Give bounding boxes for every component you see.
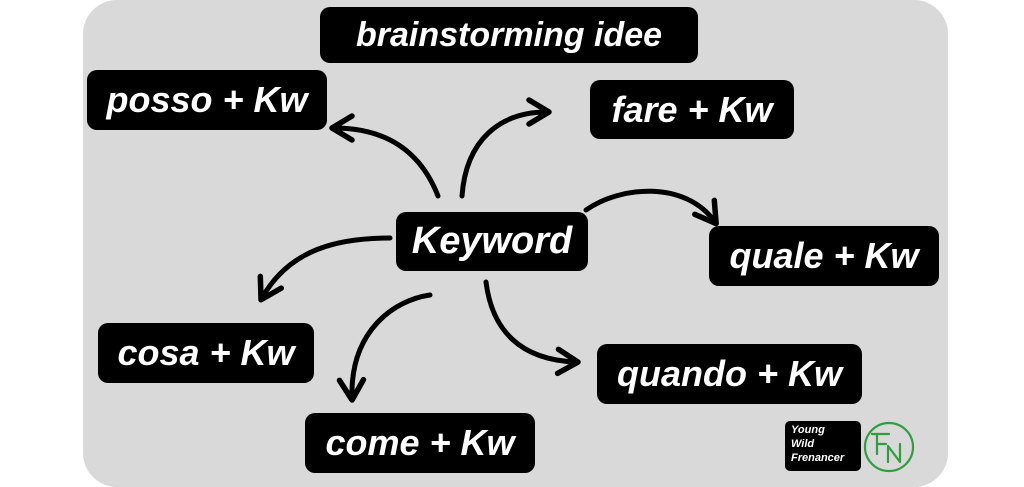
arrow-to-quando [483,279,581,377]
node-quando: quando + Kw [597,344,862,404]
logo-line-3: Frenancer [791,452,845,464]
node-cosa: cosa + Kw [98,323,314,383]
logo-line-1: Young [791,424,825,436]
node-posso: posso + Kw [87,70,327,130]
title-node: brainstorming idee [320,7,698,63]
logo-wordmark: Young Wild Frenancer [785,421,861,471]
arrow-to-come [336,292,433,403]
node-come: come + Kw [305,413,535,473]
arrow-to-fare [459,97,552,199]
center-keyword-node: Keyword [396,212,588,271]
node-quale: quale + Kw [709,226,939,286]
node-fare: fare + Kw [590,80,794,139]
logo-line-2: Wild [791,438,815,450]
arrow-to-posso [329,113,441,199]
arrow-to-cosa [257,235,393,303]
arrow-to-quale [583,188,719,227]
logo-mark-icon [863,421,915,473]
